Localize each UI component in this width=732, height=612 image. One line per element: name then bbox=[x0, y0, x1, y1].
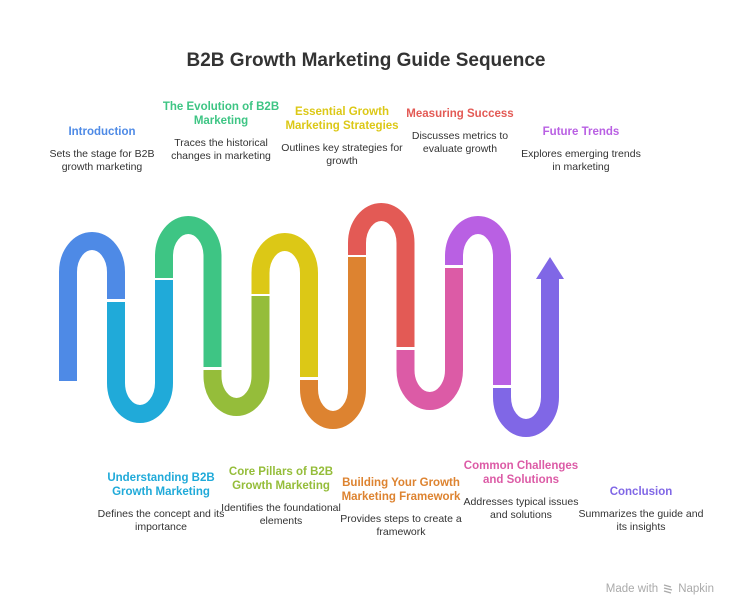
step-building-framework: Building Your Growth Marketing Framework… bbox=[336, 476, 466, 538]
segment-9 bbox=[445, 216, 511, 385]
step-title: Core Pillars of B2B Growth Marketing bbox=[228, 466, 334, 492]
step-desc: Traces the historical changes in marketi… bbox=[171, 137, 271, 162]
segment-2 bbox=[107, 280, 173, 423]
step-desc: Defines the concept and its importance bbox=[97, 508, 225, 533]
step-title: Building Your Growth Marketing Framework bbox=[341, 477, 461, 503]
step-desc: Summarizes the guide and its insights bbox=[578, 508, 704, 533]
watermark-prefix: Made with bbox=[605, 583, 659, 595]
watermark: Made with Napkin bbox=[606, 583, 714, 595]
step-essential-strategies: Essential Growth Marketing Strategies Ou… bbox=[277, 105, 407, 167]
step-title: Conclusion bbox=[609, 486, 673, 498]
arrow-head-icon bbox=[536, 257, 564, 279]
step-title: Future Trends bbox=[542, 126, 620, 138]
segment-1 bbox=[59, 232, 125, 381]
watermark-brand: Napkin bbox=[678, 583, 714, 595]
step-core-pillars: Core Pillars of B2B Growth Marketing Ide… bbox=[216, 465, 346, 527]
step-title: Essential Growth Marketing Strategies bbox=[285, 106, 399, 132]
step-challenges: Common Challenges and Solutions Addresse… bbox=[456, 459, 586, 521]
step-desc: Discusses metrics to evaluate growth bbox=[411, 130, 509, 155]
diagram-title: B2B Growth Marketing Guide Sequence bbox=[186, 50, 546, 71]
step-understanding: Understanding B2B Growth Marketing Defin… bbox=[96, 471, 226, 533]
step-desc: Outlines key strategies for growth bbox=[281, 142, 403, 167]
step-evolution: The Evolution of B2B Marketing Traces th… bbox=[156, 100, 286, 162]
step-title: Measuring Success bbox=[406, 108, 514, 120]
step-title: Understanding B2B Growth Marketing bbox=[107, 472, 215, 498]
segment-7 bbox=[348, 203, 415, 347]
step-conclusion: Conclusion Summarizes the guide and its … bbox=[576, 485, 706, 533]
step-title: Introduction bbox=[68, 126, 136, 138]
segment-5 bbox=[251, 233, 318, 377]
segment-6 bbox=[300, 257, 366, 429]
step-title: The Evolution of B2B Marketing bbox=[162, 101, 280, 127]
step-desc: Identifies the foundational elements bbox=[221, 502, 341, 527]
segment-8 bbox=[396, 268, 463, 410]
step-introduction: Introduction Sets the stage for B2B grow… bbox=[37, 125, 167, 173]
step-desc: Addresses typical issues and solutions bbox=[463, 496, 579, 521]
napkin-logo-icon bbox=[663, 584, 673, 594]
segment-10 bbox=[493, 278, 559, 437]
step-future-trends: Future Trends Explores emerging trends i… bbox=[516, 125, 646, 173]
step-desc: Provides steps to create a framework bbox=[340, 513, 462, 538]
segment-4 bbox=[203, 296, 270, 416]
segment-3 bbox=[155, 216, 222, 367]
step-desc: Sets the stage for B2B growth marketing bbox=[49, 148, 155, 173]
step-desc: Explores emerging trends in marketing bbox=[521, 148, 641, 173]
step-title: Common Challenges and Solutions bbox=[463, 460, 579, 486]
step-measuring-success: Measuring Success Discusses metrics to e… bbox=[395, 107, 525, 155]
